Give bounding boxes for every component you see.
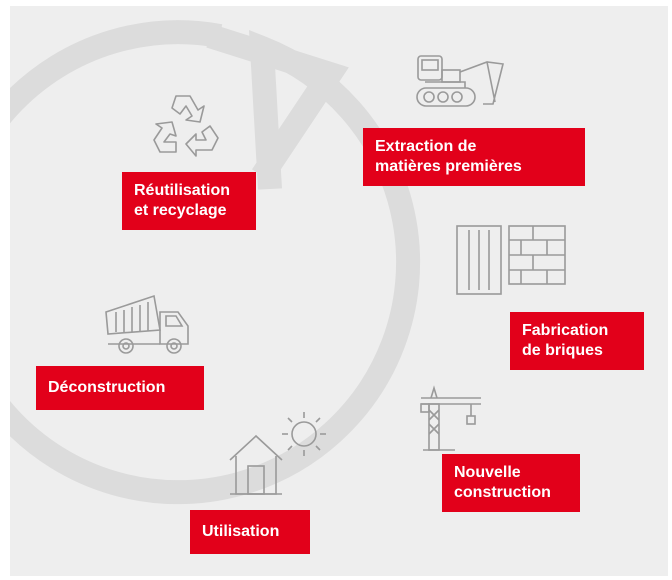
stage-label-line: Nouvelle bbox=[454, 464, 521, 481]
stage-label-line: Fabrication bbox=[522, 322, 609, 339]
stage-label-line: Déconstruction bbox=[48, 379, 166, 396]
excavator-icon bbox=[415, 54, 507, 112]
stage-label-deconstruction: Déconstruction bbox=[36, 366, 204, 410]
stage-label-line: et recyclage bbox=[134, 202, 227, 219]
stage-label-line: Utilisation bbox=[202, 523, 280, 540]
dump-truck-icon bbox=[104, 292, 190, 354]
stage-label-line: de briques bbox=[522, 342, 603, 359]
stage-label-line: matières premières bbox=[375, 158, 522, 175]
crane-icon bbox=[415, 384, 483, 452]
stage-label-utilisation: Utilisation bbox=[190, 510, 310, 554]
stage-label-fabrication: Fabrication de briques bbox=[510, 312, 644, 370]
stage-label-construction: Nouvelle construction bbox=[442, 454, 580, 512]
stage-label-line: Extraction de bbox=[375, 138, 477, 155]
stage-label-line: Réutilisation bbox=[134, 182, 231, 199]
stage-label-line: construction bbox=[454, 484, 551, 501]
cycle-arrow bbox=[10, 20, 421, 505]
house-sun-icon bbox=[228, 406, 328, 498]
cycle-diagram: Extraction de matières premières Fabrica… bbox=[10, 6, 668, 576]
brick-panels-icon bbox=[455, 220, 567, 300]
stage-label-extraction: Extraction de matières premières bbox=[363, 128, 585, 186]
recycle-icon bbox=[150, 92, 222, 160]
stage-label-recyclage: Réutilisation et recyclage bbox=[122, 172, 256, 230]
